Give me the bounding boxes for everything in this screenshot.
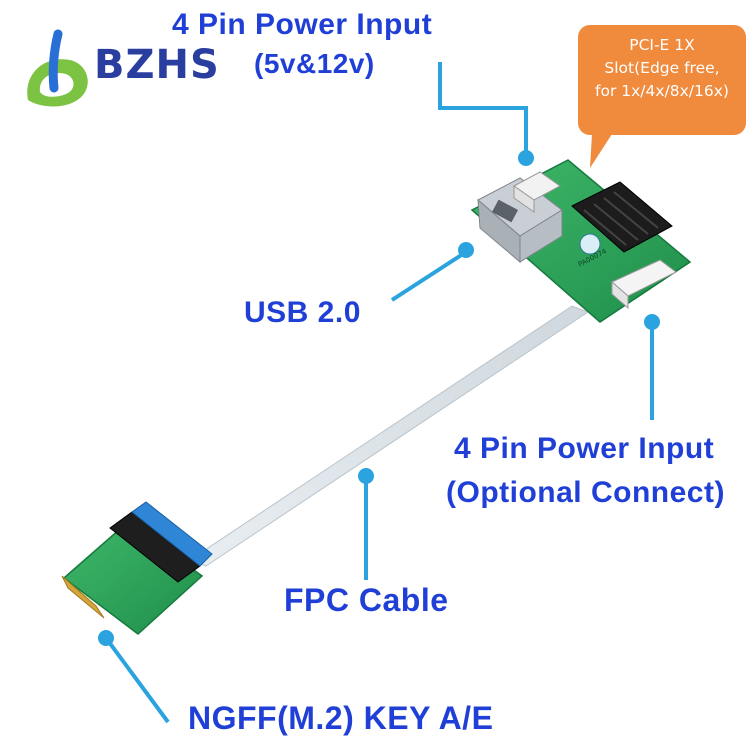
label-ngff: NGFF(M.2) KEY A/E: [188, 700, 494, 736]
pointer-usb: [390, 250, 468, 302]
label-usb: USB 2.0: [244, 296, 361, 329]
pointer-dots: [98, 150, 660, 646]
pointer-lines: [104, 62, 654, 724]
brand-logo: BZHS: [18, 30, 248, 110]
power-connector-top: [513, 171, 561, 213]
callout-line-2: Slot(Edge free,: [604, 59, 720, 77]
pcie-callout: PCI-E 1X Slot(Edge free, for 1x/4x/8x/16…: [578, 25, 746, 135]
board-sticker-icon: [579, 233, 601, 255]
usb-connector: [477, 177, 563, 264]
m2-card: [61, 501, 213, 635]
power-connector-side: [611, 259, 677, 310]
label-power-optional-line1: 4 Pin Power Input: [454, 432, 715, 465]
label-power-top-line1: 4 Pin Power Input: [172, 8, 433, 41]
brand-logo-mark-icon: [27, 29, 88, 107]
pointer-ngff: [104, 636, 170, 724]
callout-line-3: for 1x/4x/8x/16x): [595, 82, 729, 100]
pcie-slot: [571, 181, 673, 253]
label-power-optional-line2: (Optional Connect): [446, 476, 725, 509]
label-power-top-line2: (5v&12v): [254, 48, 375, 79]
adapter-board: [470, 159, 692, 323]
callout-tail: [590, 134, 612, 168]
callout-line-1: PCI-E 1X: [629, 36, 695, 54]
pointer-power-top: [438, 62, 528, 156]
label-fpc: FPC Cable: [284, 582, 449, 618]
brand-name: BZHS: [94, 42, 220, 88]
